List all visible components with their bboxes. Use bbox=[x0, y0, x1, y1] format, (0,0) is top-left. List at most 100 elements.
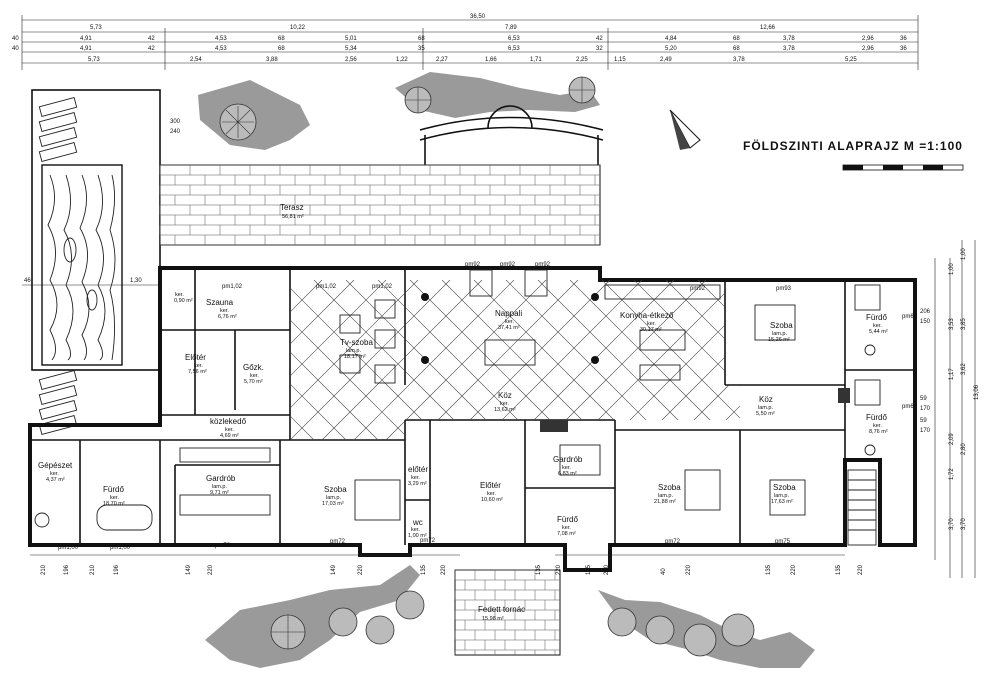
toilet-icon bbox=[864, 444, 876, 456]
pool-icon bbox=[41, 164, 123, 366]
window-label: pm92 bbox=[535, 262, 551, 268]
window-label: pm92 bbox=[500, 262, 516, 268]
room-wc1-area: 0,90 m² bbox=[174, 298, 193, 304]
armchair-icon bbox=[469, 269, 493, 297]
tree-icon bbox=[404, 86, 432, 114]
room-tvszoba-floor: lam.p. bbox=[346, 348, 361, 354]
dim-r4-2: 3,88 bbox=[266, 57, 278, 63]
dim-r3-8: 32 bbox=[596, 46, 603, 52]
dim-r2-1: 4,91 bbox=[80, 36, 92, 42]
dim-r2-6: 68 bbox=[418, 36, 425, 42]
room-gozk-floor: ker. bbox=[250, 373, 259, 379]
dim-left-46: 46 bbox=[24, 278, 31, 284]
tree-icon bbox=[219, 103, 257, 141]
room-szoba1-name: Szoba bbox=[324, 485, 347, 494]
room-furdo1-name: Fürdő bbox=[103, 485, 124, 494]
dim-bottom: 135 bbox=[586, 564, 592, 575]
armchair-icon bbox=[339, 354, 361, 374]
room-szoba2-name: Szoba bbox=[658, 483, 681, 492]
column-icon bbox=[421, 356, 429, 364]
room-szauna-area: 6,76 m² bbox=[218, 314, 237, 320]
dim-right-o4: 3,70 bbox=[961, 518, 967, 530]
armchair-icon bbox=[524, 269, 548, 297]
dim-bottom: 220 bbox=[208, 564, 214, 575]
room-szoba3-name: Szoba bbox=[770, 321, 793, 330]
room-wc2-area: 1,00 m² bbox=[408, 533, 427, 539]
dim-r3-10: 68 bbox=[733, 46, 740, 52]
room-szoba1-area: 17,03 m² bbox=[322, 501, 344, 507]
room-tvszoba-area: 18,17 m² bbox=[344, 354, 366, 360]
dim-r4-0: 5,73 bbox=[88, 57, 100, 63]
dim-right-i1: 3,53 bbox=[949, 318, 955, 330]
room-eloter1-name: Előtér bbox=[185, 353, 206, 362]
bed-icon bbox=[684, 469, 721, 511]
column-icon bbox=[591, 293, 599, 301]
dim-bottom: 220 bbox=[858, 564, 864, 575]
dim-r2-10: 68 bbox=[733, 36, 740, 42]
room-eloter2-name: előtér bbox=[408, 465, 428, 474]
dim-r3-2: 42 bbox=[148, 46, 155, 52]
landscape bbox=[198, 72, 815, 668]
room-gepeszet-area: 4,37 m² bbox=[46, 477, 65, 483]
room-tvszoba-name: Tv-szoba bbox=[340, 338, 373, 347]
dim-r2-4: 68 bbox=[278, 36, 285, 42]
room-furdo1-floor: ker. bbox=[110, 495, 119, 501]
tree-icon bbox=[328, 590, 425, 645]
room-eloter3-name: Előtér bbox=[480, 481, 501, 490]
dim-bottom: 220 bbox=[791, 564, 797, 575]
wardrobe-icon bbox=[559, 444, 601, 476]
room-koz1-floor: ker. bbox=[500, 401, 509, 407]
dim-r3-4: 68 bbox=[278, 46, 285, 52]
room-gozk-name: Gőzk. bbox=[243, 363, 264, 372]
room-szauna-floor: ker. bbox=[220, 308, 229, 314]
dim-r4-11: 3,78 bbox=[733, 57, 745, 63]
sofa-icon bbox=[484, 339, 536, 366]
room-szoba2-floor: lam.p. bbox=[658, 493, 673, 499]
room-konyha-name: Konyha-étkező bbox=[620, 311, 674, 320]
dim-total-width: 36,50 bbox=[470, 14, 486, 20]
pool-deck: 46 1,30 300 240 bbox=[22, 89, 181, 436]
dim-right-total: 13,06 bbox=[974, 384, 980, 400]
dim-bottom: 220 bbox=[441, 564, 447, 575]
dim-right-s5: 170 bbox=[920, 428, 931, 434]
room-furdo4-area: 8,76 m² bbox=[869, 429, 888, 435]
tree-icon bbox=[270, 614, 306, 650]
tiled-floor bbox=[290, 280, 740, 440]
window-label: pm93 bbox=[776, 286, 792, 292]
dim-r4-10: 2,49 bbox=[660, 57, 672, 63]
furniture bbox=[34, 269, 881, 654]
toilet-icon bbox=[864, 344, 876, 356]
window-label: pm92 bbox=[690, 286, 706, 292]
dim-bottom: 149 bbox=[331, 564, 337, 575]
room-szoba2-area: 21,88 m² bbox=[654, 499, 676, 505]
room-gardrob1-name: Gardrób bbox=[206, 474, 236, 483]
room-terasz-name: Terasz bbox=[280, 203, 304, 212]
room-nappali-floor: ker. bbox=[505, 319, 514, 325]
room-eloter2-floor: ker. bbox=[411, 475, 420, 481]
room-furdo2-area: 7,08 m² bbox=[557, 531, 576, 537]
dim-bottom: 210 bbox=[90, 564, 96, 575]
room-szauna-name: Szauna bbox=[206, 298, 234, 307]
interior-walls bbox=[30, 268, 915, 545]
room-labels: Szauna ker. 6,76 m² ker. 0,90 m² Előtér … bbox=[38, 292, 888, 539]
dim-r4-1: 2,54 bbox=[190, 57, 202, 63]
dim-bottom: 220 bbox=[358, 564, 364, 575]
dim-bottom: 149 bbox=[186, 564, 192, 575]
room-gardrob1-floor: lam.p. bbox=[212, 484, 227, 490]
dim-right-s0: 206 bbox=[920, 309, 931, 315]
shower-icon bbox=[854, 284, 881, 311]
dim-r3-7: 6,53 bbox=[508, 46, 520, 52]
dim-r4-9: 1,15 bbox=[614, 57, 626, 63]
room-koz2-floor: lam.p. bbox=[758, 405, 773, 411]
shower-icon bbox=[854, 379, 881, 406]
room-szoba4-floor: lam.p. bbox=[774, 493, 789, 499]
north-arrow-icon bbox=[669, 109, 701, 150]
window-label: pm72 bbox=[215, 543, 231, 549]
wardrobe-icon bbox=[179, 494, 271, 516]
window-label: pm72 bbox=[420, 538, 436, 544]
bathtub-icon bbox=[96, 504, 153, 531]
window-labels: pm1,02 pm1,02 pm1,02 pm92 pm92 pm92 pm92… bbox=[58, 262, 918, 551]
dim-bottom: 196 bbox=[64, 564, 70, 575]
column-icon bbox=[421, 293, 429, 301]
